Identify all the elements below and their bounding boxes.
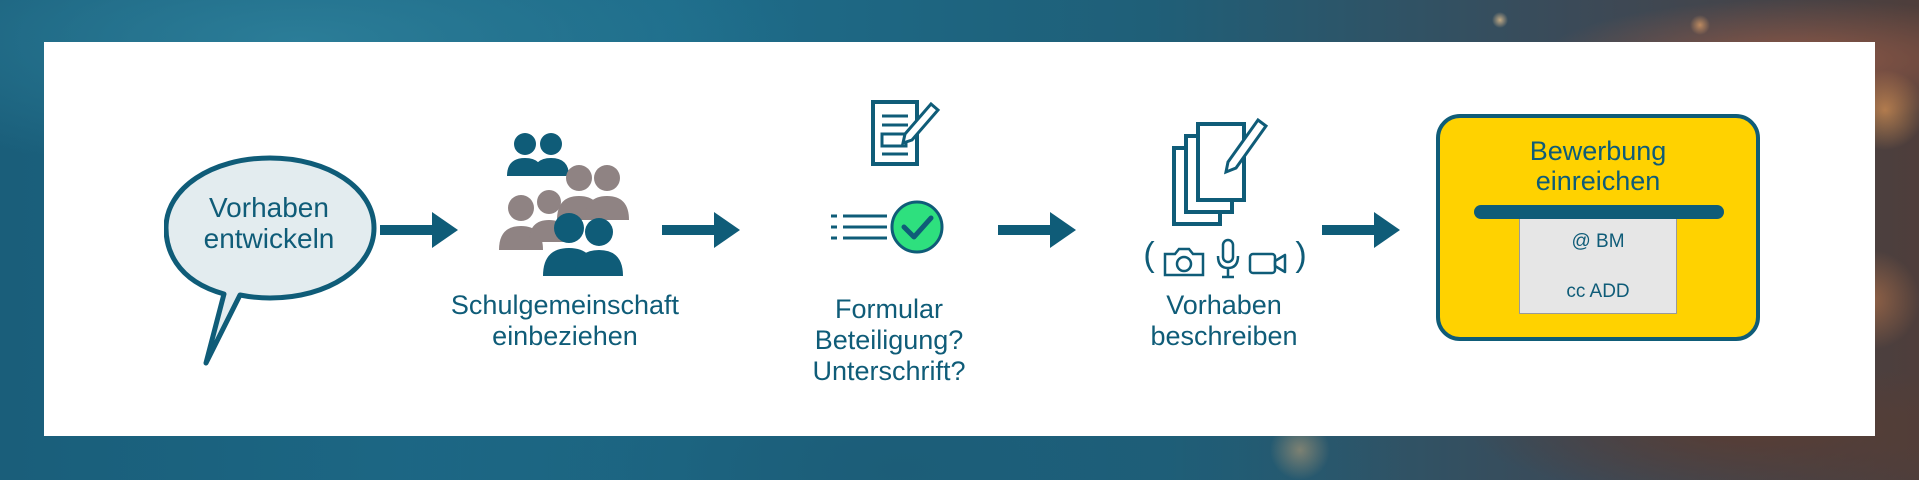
submit-title-line2: einreichen <box>1535 166 1661 196</box>
mail-paper: @ BM cc ADD <box>1519 216 1677 314</box>
checklist-icon <box>831 200 944 254</box>
video-camera-icon <box>1248 252 1287 275</box>
process-panel: Vorhaben entwickeln Schulgemeinschaft ei… <box>44 42 1875 436</box>
form-document-icon <box>871 100 941 166</box>
arrow-right-icon <box>662 212 740 248</box>
submit-title-line1: Bewerbung <box>1529 136 1667 166</box>
documents-stack-icon <box>1172 117 1269 226</box>
speech-bubble-icon <box>164 155 377 366</box>
arrow-right-icon <box>998 212 1076 248</box>
media-paren-close: ) <box>1295 236 1307 274</box>
step4-line2: beschreiben <box>1150 321 1298 351</box>
step1-line1: Vorhaben <box>209 192 329 223</box>
mail-to-text: @ BM <box>1571 231 1625 252</box>
people-group-icon <box>499 133 629 276</box>
step2-label: Schulgemeinschaft einbeziehen <box>440 290 690 352</box>
step1-label: Vorhaben entwickeln <box>184 192 354 254</box>
submit-title: Bewerbung einreichen <box>1440 136 1756 196</box>
step1-line2: entwickeln <box>203 223 335 254</box>
step2-line2: einbeziehen <box>492 321 638 351</box>
step3-label: Formular Beteiligung? Unterschrift? <box>779 294 999 387</box>
step3-line1: Formular <box>834 294 943 324</box>
mail-cc-text: cc ADD <box>1566 281 1630 302</box>
arrow-right-icon <box>1322 212 1400 248</box>
submit-box: Bewerbung einreichen @ BM cc ADD <box>1436 114 1760 341</box>
camera-icon <box>1163 247 1205 277</box>
media-paren-open: ( <box>1143 236 1155 274</box>
step3-line2: Beteiligung? <box>814 325 964 355</box>
step4-label: Vorhaben beschreiben <box>1124 290 1324 352</box>
step4-line1: Vorhaben <box>1166 290 1282 320</box>
mail-slot-icon <box>1474 205 1724 219</box>
microphone-icon <box>1216 238 1240 279</box>
arrow-right-icon <box>380 212 458 248</box>
step3-line3: Unterschrift? <box>812 356 966 386</box>
step2-line1: Schulgemeinschaft <box>450 290 680 320</box>
